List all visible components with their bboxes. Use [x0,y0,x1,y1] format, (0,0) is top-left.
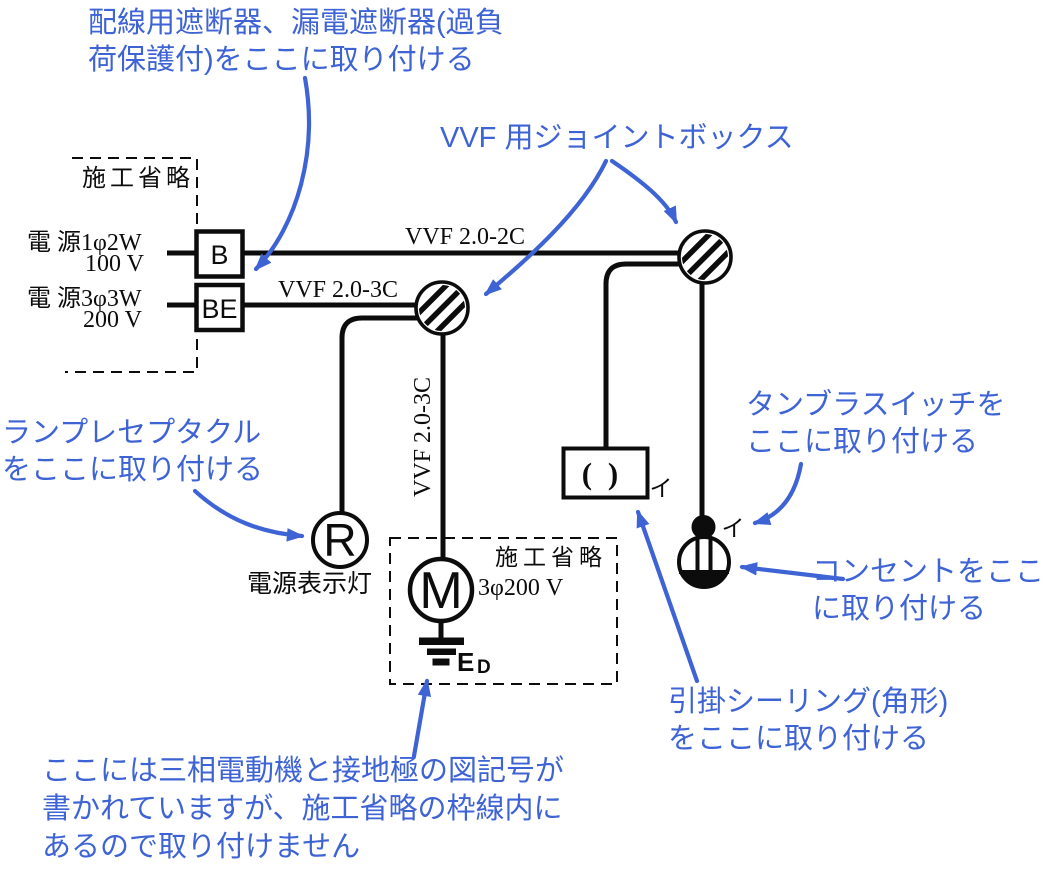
breaker-be-box: BE [194,282,245,333]
annotation-outlet: コンセントをここ に取り付ける [812,556,1045,625]
joint-box-left [414,280,470,336]
motor-symbol: M [407,556,475,624]
annotation-lamp: ランプレセプタクル をここに取り付ける [2,417,264,486]
breaker-b-box: B [194,229,245,279]
arrow-jointbox-left [483,158,609,297]
omission-motor-label: 施工省略 [495,545,607,570]
annotation-arrows [192,75,846,759]
switch-mark: イ [722,516,745,541]
source1-voltage: 100 V [85,251,144,277]
annotation-tumbler: タンブラスイッチを ここに取り付ける [746,389,1006,458]
arrow-lamp [192,488,305,542]
wire-branch-ceiling [603,261,680,449]
wires [167,250,705,640]
outlet-symbol [677,535,731,589]
ground-electrode-symbol [419,637,464,666]
annotation-note: ここには三相電動機と接地極の図記号が 書かれていますが、施工省略の枠線内に ある… [42,755,565,863]
annotation-ceiling: 引掛シーリング(角形) をここに取り付ける [668,686,949,755]
annotation-joint-box: VVF 用ジョイントボックス [440,122,794,154]
source1-label: 電 源1φ2W [27,230,142,256]
joint-box-right [677,229,733,285]
breaker-b-label: B [210,240,228,270]
ceiling-rose-parens: ( ) [582,456,622,491]
ground-label-e: E [457,647,474,677]
omission-box-top-left [65,157,198,373]
arrow-ceiling [635,509,700,684]
lamp-receptacle-symbol: R [311,511,369,569]
ground-label-d: D [477,657,491,678]
arrow-outlet [739,562,846,582]
breaker-be-label: BE [201,294,237,324]
source2-voltage: 200 V [83,307,142,333]
lamp-caption: 電源表示灯 [247,571,373,598]
motor-spec: 3φ200 V [478,575,564,601]
motor-letter: M [419,562,462,620]
ground-label: E D [457,647,491,678]
arrow-breaker [253,75,312,272]
arrow-ground [411,678,432,759]
arrow-tumbler [752,461,804,526]
ceiling-rose-mark: イ [650,476,673,501]
switch-symbol: イ [691,515,745,541]
ceiling-rose-symbol: ( ) イ [561,446,673,501]
source2-label: 電 源3φ3W [27,286,142,312]
lamp-letter: R [323,514,356,566]
cable-3c-vertical-label: VVF 2.0-3C [410,377,436,497]
omission-box-motor [389,537,618,685]
cable-2c-label: VVF 2.0-2C [405,224,526,250]
arrow-jointbox-right [609,158,679,225]
cable-3c-label: VVF 2.0-3C [278,277,399,303]
annotation-breaker: 配線用遮断器、漏電遮断器(過負 荷保護付)をここに取り付ける [88,7,504,76]
wire-branch-lamp [339,315,418,513]
omission-top-label: 施工省略 [82,166,194,192]
